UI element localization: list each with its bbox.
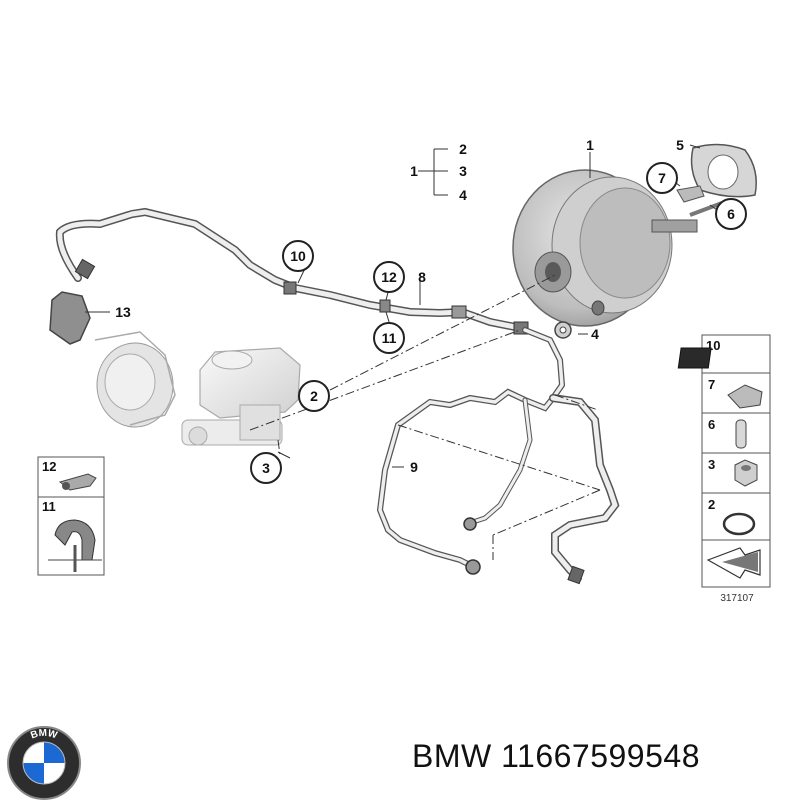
svg-text:2: 2 (459, 141, 467, 157)
svg-text:4: 4 (459, 187, 467, 203)
callout-10: 10 (282, 240, 314, 272)
legend-left-label-11: 11 (42, 499, 56, 514)
caption-brand: BMW (412, 738, 492, 774)
label-1: 1 (586, 137, 594, 153)
callout-2: 2 (298, 380, 330, 412)
bracket-icon (676, 185, 705, 203)
legend-left: 12 11 (37, 456, 105, 576)
vacuum-hose-upper (55, 207, 529, 335)
legend-right-label-6: 6 (708, 417, 715, 432)
legend-right-label-2: 2 (708, 497, 715, 512)
group-bracket: 1 2 3 4 (410, 141, 467, 203)
gasket-icon (690, 143, 757, 198)
brake-booster (512, 169, 723, 327)
label-4: 4 (591, 326, 599, 342)
svg-text:2: 2 (310, 388, 318, 404)
part-caption: BMW 11667599548 (412, 738, 700, 775)
label-5: 5 (676, 137, 684, 153)
callout-3: 3 (250, 452, 282, 484)
nut-icon (554, 321, 572, 339)
svg-text:1: 1 (410, 163, 418, 179)
svg-text:3: 3 (459, 163, 467, 179)
svg-text:BMW: BMW (29, 728, 59, 742)
master-cylinder (181, 347, 301, 446)
vacuum-pump (49, 291, 176, 428)
dashed-reference-lines (249, 274, 601, 560)
svg-text:10: 10 (290, 248, 306, 264)
svg-text:3: 3 (262, 460, 270, 476)
label-13: 13 (115, 304, 131, 320)
svg-text:7: 7 (658, 170, 666, 186)
label-8: 8 (418, 269, 426, 285)
caption-part-number: 11667599548 (501, 738, 700, 774)
svg-text:12: 12 (381, 269, 397, 285)
legend-left-label-12: 12 (42, 459, 56, 474)
svg-text:6: 6 (727, 206, 735, 222)
callout-6: 6 (715, 198, 747, 230)
svg-text:11: 11 (382, 330, 397, 346)
bmw-logo: BMW (7, 726, 81, 800)
callout-11: 11 (373, 322, 405, 354)
callout-12: 12 (373, 261, 405, 293)
legend-right: 10 7 6 3 2 317107 (677, 334, 771, 604)
legend-right-label-3: 3 (708, 457, 715, 472)
callout-7: 7 (646, 162, 678, 194)
diagram-code: 317107 (720, 593, 754, 604)
label-9: 9 (410, 459, 418, 475)
legend-right-label-7: 7 (708, 377, 715, 392)
vacuum-hose-lower (376, 327, 620, 585)
